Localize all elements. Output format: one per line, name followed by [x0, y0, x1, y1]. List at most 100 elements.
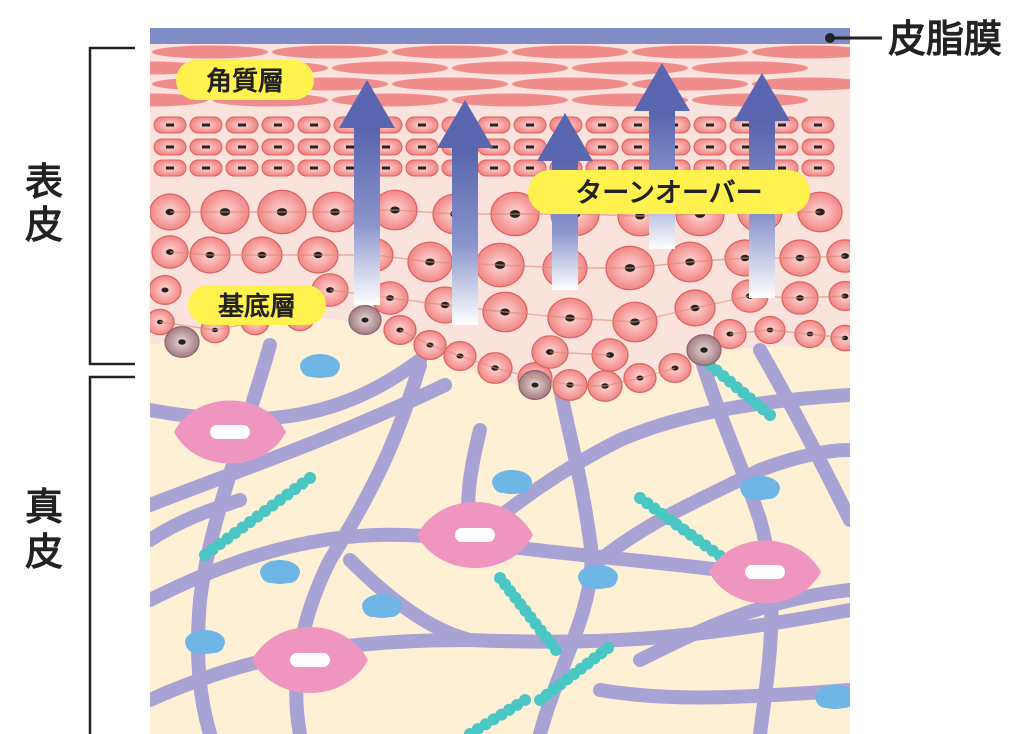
droplet-lobe: [511, 475, 531, 493]
droplet-lobe: [279, 565, 299, 583]
sebum-film-layer: [150, 28, 850, 44]
sebum-pointer: [825, 33, 882, 43]
arrow-shaft: [452, 145, 478, 325]
cell-nucleus: [202, 145, 210, 149]
elastin-bead: [199, 549, 211, 561]
elastin-bead: [764, 409, 776, 421]
fibroblast-nucleus: [290, 653, 330, 667]
fibroblast: [709, 540, 821, 604]
cell-nucleus: [310, 123, 318, 127]
moisture-droplet: [815, 685, 850, 709]
elastin-bead: [550, 644, 562, 656]
fibroblast: [417, 502, 533, 568]
dermis-bracket: [88, 375, 135, 734]
arrow-head: [437, 100, 493, 148]
moisture-droplet: [492, 470, 532, 494]
cell-nucleus: [526, 166, 534, 170]
cell-nucleus: [634, 145, 642, 149]
cell-nucleus: [346, 166, 354, 170]
turnover-arrow: [339, 80, 395, 305]
epidermis-bracket: [88, 46, 135, 366]
cell-nucleus: [706, 145, 714, 149]
melanocyte: [348, 305, 382, 336]
droplet-lobe: [816, 690, 836, 708]
cell-junction: [494, 367, 536, 379]
cell-nucleus: [814, 145, 822, 149]
cell-nucleus: [202, 123, 210, 127]
cell-nucleus: [778, 145, 786, 149]
cell-nucleus: [700, 347, 708, 353]
cell-nucleus: [490, 166, 498, 170]
cell-junction: [634, 307, 696, 323]
melanocyte: [518, 370, 552, 401]
corneum-cell: [152, 45, 268, 59]
sebum-film-label: 皮脂膜: [888, 17, 1002, 61]
cell-junction: [569, 384, 606, 387]
corneum-cell: [272, 45, 388, 59]
cell-nucleus: [778, 123, 786, 127]
fibroblast-nucleus: [455, 528, 495, 542]
cell-nucleus: [178, 339, 186, 345]
moisture-droplet: [578, 565, 618, 589]
turnover-arrows: [339, 63, 790, 325]
dermis-label-top: 真: [25, 485, 63, 529]
cell-nucleus: [814, 166, 822, 170]
cell-junction: [604, 377, 641, 387]
cell-junction: [729, 329, 771, 335]
corneum-cell: [632, 45, 748, 59]
cell-nucleus: [598, 166, 606, 170]
stratum-corneum-tag: 角質層: [176, 60, 314, 100]
cell-nucleus: [274, 145, 282, 149]
droplet-lobe: [319, 359, 339, 377]
corneum-cell: [512, 45, 628, 59]
cell-nucleus: [598, 145, 606, 149]
droplet-lobe: [261, 565, 281, 583]
cell-nucleus: [310, 166, 318, 170]
corneum-cell: [512, 77, 628, 91]
skin-panel: [150, 28, 850, 734]
elastin-bead: [602, 642, 614, 654]
droplet-lobe: [381, 599, 401, 617]
corneum-cell: [332, 61, 448, 75]
droplet-lobe: [186, 635, 206, 653]
cell-nucleus: [382, 166, 390, 170]
corneum-cell: [572, 61, 688, 75]
cell-nucleus: [238, 123, 246, 127]
dermis-label-bottom: 皮: [25, 530, 63, 574]
cell-junction: [809, 333, 846, 339]
cell-nucleus: [166, 145, 174, 149]
corneum-cell: [752, 77, 850, 91]
cell-nucleus: [166, 166, 174, 170]
corneum-cell: [752, 45, 850, 59]
cell-nucleus: [706, 166, 714, 170]
cell-nucleus: [598, 123, 606, 127]
droplet-lobe: [741, 481, 761, 499]
moisture-droplet: [260, 560, 300, 584]
arrow-head: [537, 113, 593, 161]
droplet-lobe: [834, 690, 850, 708]
cell-junction: [169, 251, 211, 256]
cell-junction: [159, 321, 216, 331]
corneum-cell: [452, 61, 568, 75]
corneum-cell: [332, 93, 448, 107]
basal-layer-tag: 基底層: [188, 285, 326, 325]
cell-junction: [429, 344, 461, 357]
cell-nucleus: [346, 145, 354, 149]
cell-nucleus: [166, 123, 174, 127]
cell-nucleus: [490, 123, 498, 127]
cell-junction: [459, 355, 496, 369]
keratinocyte: [150, 275, 182, 305]
cell-nucleus: [634, 123, 642, 127]
turnover-label: ターンオーバー: [575, 178, 762, 209]
cell-nucleus: [418, 166, 426, 170]
cell-junction: [569, 317, 636, 323]
moisture-droplet: [740, 476, 780, 500]
cell-junction: [694, 295, 751, 309]
fibroblast: [174, 400, 286, 464]
arrow-shaft: [354, 125, 380, 305]
cell-nucleus: [706, 123, 714, 127]
cell-nucleus: [814, 123, 822, 127]
cell-junction: [639, 367, 676, 379]
moisture-droplet: [362, 594, 402, 618]
moisture-droplets: [185, 354, 850, 709]
